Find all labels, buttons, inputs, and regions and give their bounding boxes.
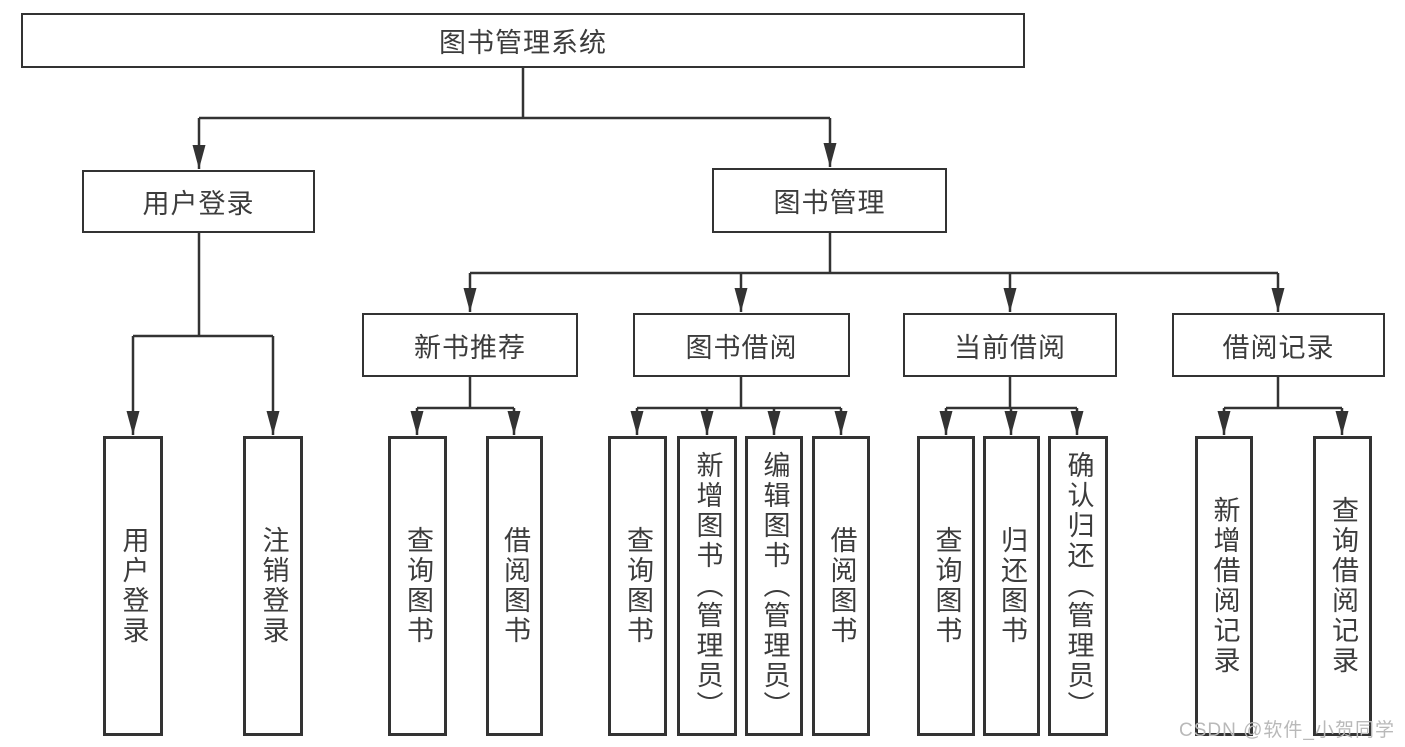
leaf-confirm-return-admin: 确认归还（管理员）: [1048, 436, 1108, 736]
connector-new-book-trunk: [417, 377, 514, 410]
connector-root-trunk: [199, 68, 830, 120]
leaf-query-borrow-record: 查询借阅记录: [1313, 436, 1372, 736]
leaf-return-books: 归还图书: [983, 436, 1040, 736]
leaf-add-books-admin: 新增图书（管理员）: [677, 436, 737, 736]
node-library-management-system: 图书管理系统: [21, 13, 1025, 68]
leaf-edit-books-admin: 编辑图书（管理员）: [745, 436, 803, 736]
leaf-logout: 注销登录: [243, 436, 303, 736]
leaf-query-books: 查询图书: [388, 436, 447, 736]
node-borrow-records: 借阅记录: [1172, 313, 1385, 377]
connector-borrow-records-trunk: [1224, 377, 1342, 410]
leaf-user-login: 用户登录: [103, 436, 163, 736]
csdn-watermark: CSDN @软件_小贺同学: [1179, 720, 1395, 741]
connector-user-login-trunk: [133, 233, 273, 338]
node-user-login: 用户登录: [82, 170, 315, 233]
leaf-borrow-books: 借阅图书: [486, 436, 543, 736]
connector-current-borrowing-trunk: [946, 377, 1077, 410]
connector-book-borrowing-trunk: [637, 377, 841, 410]
node-new-book-recommend: 新书推荐: [362, 313, 578, 377]
connector-book-management-trunk: [470, 233, 1278, 275]
leaf-borrow-books: 借阅图书: [812, 436, 870, 736]
node-book-management: 图书管理: [712, 168, 947, 233]
node-book-borrowing: 图书借阅: [633, 313, 850, 377]
leaf-query-books: 查询图书: [917, 436, 975, 736]
node-current-borrowing: 当前借阅: [903, 313, 1117, 377]
leaf-add-borrow-record: 新增借阅记录: [1195, 436, 1253, 736]
leaf-query-books: 查询图书: [608, 436, 667, 736]
